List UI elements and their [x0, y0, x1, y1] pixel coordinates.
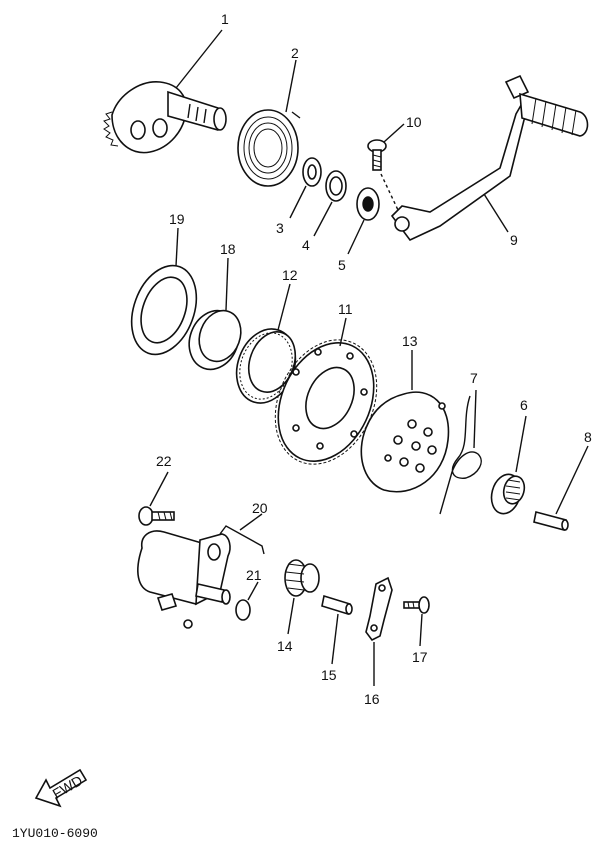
callout-19: 19 — [169, 211, 185, 227]
leader-4 — [313, 201, 333, 237]
part-washer-3 — [302, 157, 322, 187]
part-starter-motor-20 — [137, 530, 231, 629]
leader-2 — [285, 59, 297, 113]
callout-6: 6 — [520, 397, 528, 413]
callout-20: 20 — [252, 500, 268, 516]
leader-7 — [473, 389, 477, 449]
callout-18: 18 — [220, 241, 236, 257]
callout-5: 5 — [338, 257, 346, 273]
part-torsion-spring — [237, 109, 301, 187]
part-shaft-8 — [533, 511, 569, 531]
callout-22: 22 — [156, 453, 172, 469]
part-gear-14 — [284, 559, 320, 597]
part-one-way-clutch-12 — [235, 328, 297, 404]
leader-20-bracket — [219, 525, 265, 555]
callout-21: 21 — [246, 567, 262, 583]
callout-14: 14 — [277, 638, 293, 654]
leader-20 — [239, 513, 263, 531]
part-bearing-4 — [325, 170, 347, 202]
callout-16: 16 — [364, 691, 380, 707]
part-clutch-plate-13 — [360, 391, 450, 493]
part-kick-crank-axle — [103, 81, 227, 154]
leader-14 — [287, 597, 295, 635]
part-o-ring-21 — [235, 599, 251, 621]
callout-8: 8 — [584, 429, 592, 445]
leader-22 — [149, 471, 169, 507]
leader-8 — [555, 445, 589, 515]
callout-15: 15 — [321, 667, 337, 683]
part-bearing-ring-18 — [188, 309, 242, 371]
callout-12: 12 — [282, 267, 298, 283]
callout-7: 7 — [470, 370, 478, 386]
part-starter-wheel-gear-11 — [274, 339, 378, 465]
leader-6 — [515, 415, 527, 473]
callout-10: 10 — [406, 114, 422, 130]
part-kick-crank-lever — [390, 74, 589, 241]
part-bolt-10 — [367, 139, 399, 211]
leader-15 — [331, 613, 339, 665]
callout-1: 1 — [221, 11, 229, 27]
callout-13: 13 — [402, 333, 418, 349]
part-shaft-15 — [321, 594, 353, 616]
leader-18 — [225, 257, 229, 311]
callout-17: 17 — [412, 649, 428, 665]
callout-11: 11 — [338, 301, 353, 317]
fwd-arrow-icon: FWD — [34, 768, 88, 808]
leader-9 — [483, 193, 509, 233]
drawing-code: 1YU010-6090 — [12, 826, 98, 841]
part-oil-seal-5 — [356, 187, 380, 221]
callout-4: 4 — [302, 237, 310, 253]
part-stopper-lever-16 — [365, 576, 393, 642]
callout-3: 3 — [276, 220, 284, 236]
leader-10 — [383, 123, 405, 143]
callout-2: 2 — [291, 45, 299, 61]
leader-17 — [419, 613, 423, 647]
callout-9: 9 — [510, 232, 518, 248]
part-idler-gear-6 — [490, 473, 526, 515]
leader-3 — [289, 185, 307, 219]
leader-5 — [347, 219, 365, 255]
leader-1 — [175, 29, 223, 89]
leader-12 — [277, 283, 291, 331]
part-circlip-7 — [439, 395, 482, 515]
part-screw-17 — [403, 596, 430, 614]
leader-19 — [175, 227, 179, 267]
part-bolt-22 — [138, 506, 175, 526]
leader-21 — [247, 581, 259, 601]
part-plain-washer-19 — [130, 264, 198, 356]
leader-11 — [339, 317, 347, 347]
